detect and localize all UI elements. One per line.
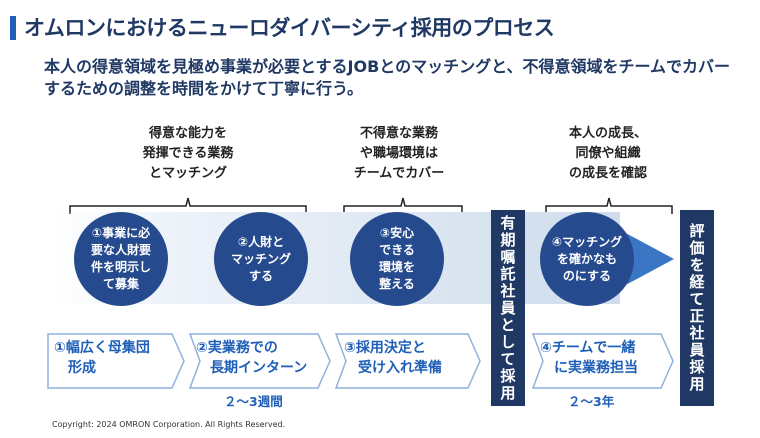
page-title: オムロンにおけるニューロダイバーシティ採用のプロセス	[24, 16, 555, 40]
step-chevron-3	[334, 333, 481, 389]
circle-step-1: ①事業に必 要な人財要 件を明示し て募集	[74, 212, 168, 306]
duration-team-work: ２～3年	[568, 394, 615, 409]
brace-strengths	[69, 197, 307, 214]
circle-step-2: ②人財と マッチング する	[214, 212, 308, 306]
step-label-3: ③採用決定と 受け入れ準備	[344, 340, 442, 376]
step-label-2: ②実業務での 長期インターン	[196, 340, 308, 376]
title-accent-bar	[10, 16, 16, 40]
step-chevron-1	[47, 333, 185, 389]
copyright: Copyright: 2024 OMRON Corporation. All R…	[52, 420, 286, 429]
flow-arrow-head	[620, 230, 674, 288]
step-chevron-2	[188, 333, 331, 389]
step-chevron-4	[531, 333, 674, 389]
top-label-weaknesses: 不得意な業務 や職場環境は チームでカバー	[353, 126, 445, 181]
circle-step-3: ③安心 できる 環境を 整える	[350, 212, 444, 306]
duration-internship: ２～3週間	[224, 394, 283, 409]
fixed-term-hire-box: 有期嘱託社員として採用	[491, 210, 525, 406]
full-time-hire-box: 評価を経て正社員採用	[680, 210, 714, 406]
circle-step-4: ④マッチング を確かなも のにする	[540, 212, 634, 306]
brace-growth	[545, 197, 673, 214]
brace-weaknesses	[343, 197, 463, 214]
page-subtitle: 本人の得意領域を見極め事業が必要とするJOBとのマッチングと、不得意領域をチーム…	[44, 57, 730, 98]
step-label-1: ①幅広く母集団 形成	[54, 340, 150, 376]
top-label-growth: 本人の成長、 同僚や組織 の成長を確認	[568, 126, 647, 181]
step-label-4: ④チームで一緒 に実業務担当	[540, 340, 638, 376]
top-label-strengths: 得意な能力を 発揮できる業務 とマッチング	[142, 126, 234, 181]
